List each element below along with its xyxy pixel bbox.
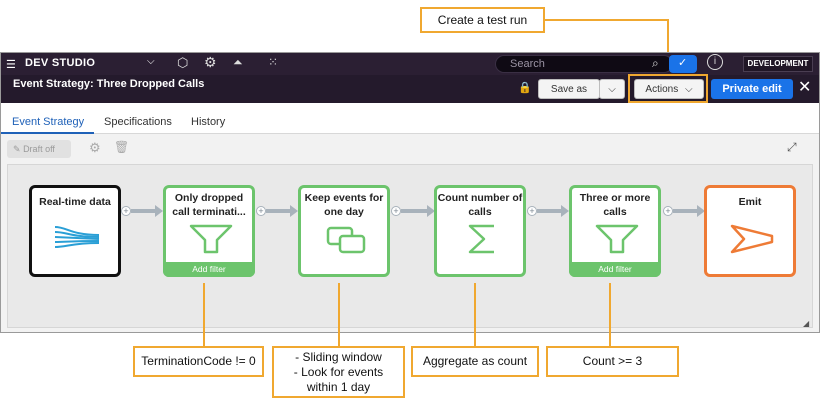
window-icon (326, 226, 366, 254)
tab-specifications[interactable]: Specifications (104, 116, 172, 128)
info-icon[interactable]: i (707, 54, 723, 70)
chevron-down-icon: ⌵ (684, 84, 693, 95)
add-filter-link[interactable]: Add filter (163, 262, 255, 277)
draft-off-label: Draft off (23, 144, 55, 154)
connector-line (266, 209, 290, 213)
node-emit[interactable]: Emit (704, 185, 796, 277)
apps-grid-icon[interactable]: ⁙ (268, 55, 279, 69)
add-shape-plus-icon[interactable]: + (256, 206, 266, 216)
callout-connector (203, 283, 205, 347)
callout-text: Create a test run (437, 13, 528, 27)
search-icon[interactable]: ⌕ (652, 56, 659, 70)
pencil-icon: ✎ (13, 144, 21, 154)
search-input[interactable]: Search ⌕ (495, 55, 673, 73)
environment-badge: DEVELOPMENT (743, 56, 813, 72)
callout-connector (474, 283, 476, 347)
callout-sliding-window: - Sliding window - Look for events withi… (272, 346, 405, 398)
stream-icon (54, 226, 100, 248)
node-filter-three-or-more[interactable]: Three or more calls Add filter (569, 185, 661, 277)
add-shape-plus-icon[interactable]: + (391, 206, 401, 216)
actions-highlight (628, 74, 708, 103)
callout-create-test-run: Create a test run (420, 7, 545, 33)
callout-aggregate-count: Aggregate as count (411, 346, 539, 377)
close-icon[interactable]: ✕ (798, 79, 812, 96)
callout-text: within 1 day (306, 380, 371, 394)
tab-bar: Event Strategy Specifications History (1, 103, 819, 134)
actions-label: Actions (645, 84, 679, 95)
callout-termination-code: TerminationCode != 0 (133, 346, 264, 377)
draft-off-button[interactable]: ✎ Draft off (7, 140, 71, 158)
search-placeholder: Search (510, 58, 545, 70)
node-filter-dropped-calls[interactable]: Only dropped call terminati... Add filte… (163, 185, 255, 277)
add-shape-plus-icon[interactable]: + (527, 206, 537, 216)
node-window-one-day[interactable]: Keep events for one day (298, 185, 390, 277)
add-shape-plus-icon[interactable]: + (663, 206, 673, 216)
connector-line (673, 209, 697, 213)
connector-arrow (290, 205, 298, 217)
brand-name: DEV STUDIO (25, 57, 96, 69)
rocket-icon[interactable]: ⏶ (233, 55, 243, 69)
callout-count-threshold: Count >= 3 (546, 346, 679, 377)
connector-arrow (561, 205, 569, 217)
gear-icon[interactable]: ⚙ (204, 54, 217, 70)
top-navigation-bar: ☰ DEV STUDIO ⌵ ⬡ ⚙ ⏶ ⁙ Search ⌕ ✓ i DEVE… (1, 53, 819, 75)
callout-connector (667, 19, 669, 75)
page-title: Event Strategy: Three Dropped Calls (13, 78, 205, 90)
strategy-canvas: Real-time data + Only dropped call termi… (7, 164, 813, 328)
node-label: Three or more calls (579, 192, 651, 218)
sigma-icon (468, 224, 494, 254)
cube-icon[interactable]: ⬡ (177, 55, 189, 70)
app-window: ☰ DEV STUDIO ⌵ ⬡ ⚙ ⏶ ⁙ Search ⌕ ✓ i DEVE… (0, 52, 820, 333)
callout-connector (609, 283, 611, 347)
callout-text: TerminationCode != 0 (141, 354, 256, 368)
trash-icon[interactable]: 🗑 (114, 140, 130, 154)
save-as-button[interactable]: Save as (538, 79, 600, 99)
node-label: Keep events for one day (304, 192, 384, 218)
actions-button[interactable]: Actions ⌵ (634, 79, 704, 99)
expand-icon[interactable]: ⤢ (787, 140, 797, 154)
save-as-dropdown-button[interactable]: ⌵ (599, 79, 625, 99)
callout-connector (338, 283, 340, 347)
connector-line (131, 209, 155, 213)
hamburger-menu-icon[interactable]: ☰ (6, 59, 16, 71)
emit-icon (730, 224, 774, 254)
check-icon: ✓ (678, 57, 688, 69)
node-label: Emit (738, 196, 762, 208)
connector-arrow (697, 205, 705, 217)
callout-text: Aggregate as count (422, 354, 528, 368)
filter-icon (595, 224, 639, 254)
tab-history[interactable]: History (191, 116, 226, 128)
connector-arrow (427, 205, 435, 217)
resize-handle-icon[interactable]: ◢ (803, 319, 810, 328)
add-filter-link[interactable]: Add filter (569, 262, 661, 277)
page-header: Event Strategy: Three Dropped Calls 🔒 Sa… (1, 74, 819, 103)
node-label: Real-time data (39, 196, 111, 208)
private-edit-button[interactable]: Private edit (711, 79, 793, 99)
lock-icon: 🔒 (518, 82, 532, 94)
callout-text: Count >= 3 (582, 354, 643, 368)
callout-text: - Look for events (293, 365, 384, 379)
node-label: Only dropped call terminati... (172, 192, 246, 218)
callout-connector (545, 19, 669, 21)
callout-text: - Sliding window (295, 350, 382, 364)
checkmark-button[interactable]: ✓ (669, 55, 697, 73)
node-real-time-data[interactable]: Real-time data (29, 185, 121, 277)
filter-icon (189, 224, 233, 254)
connector-line (537, 209, 561, 213)
chevron-down-icon[interactable]: ⌵ (147, 56, 155, 67)
canvas-toolbar: ✎ Draft off ⚙ 🗑 ⤢ (1, 134, 819, 164)
add-shape-plus-icon[interactable]: + (121, 206, 131, 216)
tab-event-strategy[interactable]: Event Strategy (12, 116, 85, 128)
node-aggregate-count[interactable]: Count number of calls (434, 185, 526, 277)
node-label: Count number of calls (437, 192, 523, 218)
chevron-down-icon: ⌵ (608, 84, 616, 95)
gear-icon[interactable]: ⚙ (89, 140, 101, 155)
connector-arrow (155, 205, 163, 217)
connector-line (401, 209, 427, 213)
active-tab-indicator (1, 132, 94, 134)
